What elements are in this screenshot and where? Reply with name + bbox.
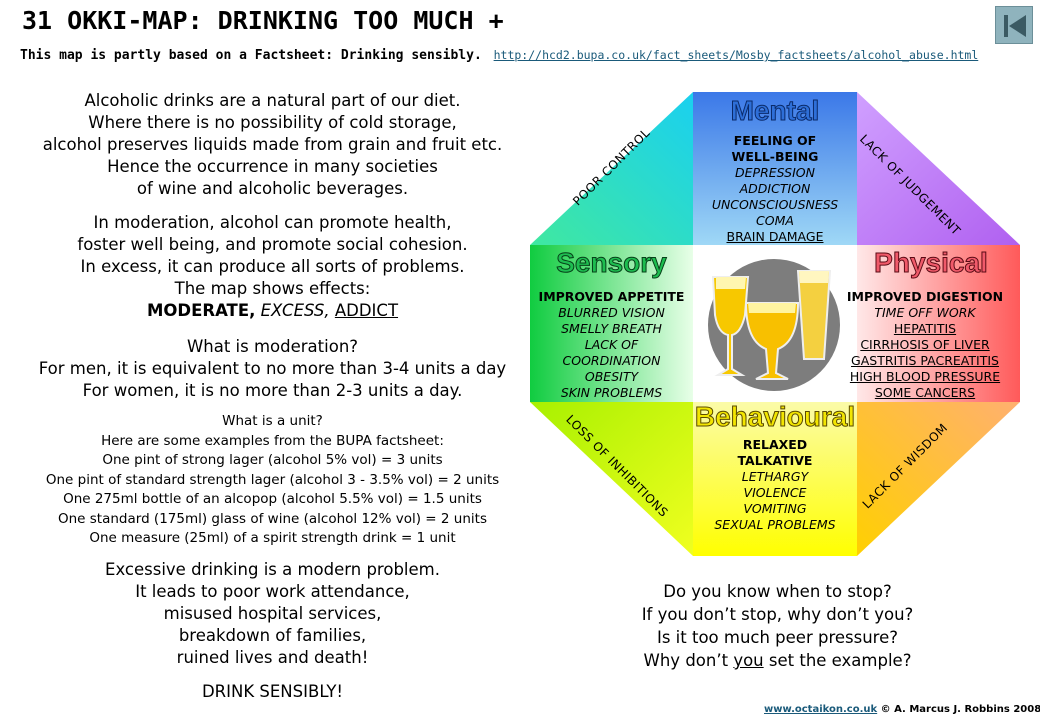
sensory-excess: COORDINATION [562, 353, 661, 368]
effects-moderate: MODERATE, [146, 301, 256, 320]
subtitle-text: This map is partly based on a Factsheet:… [20, 48, 482, 63]
page-title: 31 OKKI-MAP: DRINKING TOO MUCH + [22, 6, 504, 35]
physical-addict: HIGH BLOOD PRESSURE [849, 369, 1001, 384]
physical-addict: GASTRITIS PACREATITIS [851, 353, 999, 368]
mental-excess: DEPRESSION [735, 165, 815, 180]
excessive-line: ruined lives and death! [176, 648, 369, 667]
excessive-line: It leads to poor work attendance, [135, 582, 410, 601]
octagon-background [530, 92, 1020, 556]
units-line: What is a unit? [222, 413, 323, 429]
units-line: One pint of strong lager (alcohol 5% vol… [102, 452, 443, 468]
physical-moderate: IMPROVED DIGESTION [846, 289, 1004, 304]
question-line: If you don’t stop, why don’t you? [641, 605, 914, 624]
question-you: you [733, 651, 764, 670]
moderation-men: For men, it is equivalent to no more tha… [38, 359, 507, 378]
intro-line: of wine and alcoholic beverages. [136, 179, 409, 198]
excessive-line: misused hospital services, [163, 604, 382, 623]
moderation-question: What is moderation? [186, 337, 359, 356]
sensory-excess: OBESITY [584, 369, 639, 384]
moderation-line: foster well being, and promote social co… [77, 235, 468, 254]
effects-excess: EXCESS, [260, 301, 330, 320]
units-line: Here are some examples from the BUPA fac… [101, 432, 444, 449]
back-button[interactable] [995, 6, 1033, 44]
behavioural-section: Behavioural RELAXED TALKATIVE LETHARGY V… [680, 401, 870, 533]
sensory-excess: BLURRED VISION [558, 305, 665, 320]
sensory-title: Sensory [556, 247, 668, 279]
mental-moderate-1: FEELING OF [733, 133, 817, 148]
intro-line: Hence the occurrence in many societies [107, 157, 438, 176]
mental-section: Mental FEELING OF WELL-BEING DEPRESSION … [693, 95, 857, 245]
what-moderation-text: What is moderation? For men, it is equiv… [20, 336, 525, 402]
physical-excess: TIME OFF WORK [874, 305, 976, 320]
footer: www.octaikon.co.uk © A. Marcus J. Robbin… [764, 704, 1040, 715]
behavioural-excess: SEXUAL PROBLEMS [714, 517, 836, 532]
physical-addict: CIRRHOSIS OF LIVER [860, 337, 990, 352]
mental-excess: ADDICTION [739, 181, 811, 196]
behavioural-moderate: RELAXED [742, 437, 808, 452]
moderation-line: The map shows effects: [174, 279, 371, 298]
units-line: One standard (175ml) glass of wine (alco… [57, 510, 487, 527]
behavioural-excess: VOMITING [743, 501, 807, 516]
behavioural-excess: VIOLENCE [743, 485, 807, 500]
mental-excess: COMA [756, 213, 794, 228]
sensory-moderate: IMPROVED APPETITE [538, 289, 685, 304]
question-pre: Why don’t [643, 651, 734, 670]
mental-addict: BRAIN DAMAGE [726, 229, 824, 244]
question-line: Is it too much peer pressure? [656, 628, 899, 647]
sensory-excess: SMELLY BREATH [561, 321, 662, 336]
sensory-excess: LACK OF [584, 337, 639, 352]
okki-map: Mental FEELING OF WELL-BEING DEPRESSION … [530, 92, 1022, 556]
question-line-last: Why don’t you set the example? [600, 649, 955, 672]
mental-title: Mental [730, 95, 820, 127]
drink-sensibly: DRINK SENSIBLY! [201, 682, 344, 701]
moderation-women: For women, it is no more than 2-3 units … [82, 381, 463, 400]
factsheet-link[interactable]: http://hcd2.bupa.co.uk/fact_sheets/Mosby… [493, 48, 979, 62]
intro-line: Alcoholic drinks are a natural part of o… [84, 91, 461, 110]
behavioural-title: Behavioural [694, 401, 856, 433]
intro-line: alcohol preserves liquids made from grai… [42, 135, 503, 154]
excessive-line: Excessive drinking is a modern problem. [105, 560, 440, 579]
questions-block: Do you know when to stop? If you don’t s… [600, 580, 955, 672]
units-text: What is a unit? Here are some examples f… [20, 412, 525, 549]
excessive-line: breakdown of families, [178, 626, 367, 645]
sensory-excess: SKIN PROBLEMS [560, 385, 663, 400]
drinks-glasses-icon [708, 259, 840, 391]
question-post: set the example? [763, 651, 912, 670]
physical-title: Physical [874, 247, 989, 279]
behavioural-moderate: TALKATIVE [737, 453, 813, 468]
mental-excess: UNCONSCIOUSNESS [711, 197, 839, 212]
physical-addict: SOME CANCERS [874, 385, 976, 400]
question-line: Do you know when to stop? [663, 582, 892, 601]
intro-line: Where there is no possibility of cold st… [88, 113, 457, 132]
units-line: One measure (25ml) of a spirit strength … [89, 530, 456, 546]
behavioural-excess: LETHARGY [741, 469, 809, 484]
physical-addict: HEPATITIS [893, 321, 957, 336]
moderation-line: In excess, it can produce all sorts of p… [80, 257, 465, 276]
excessive-text: Excessive drinking is a modern problem. … [20, 559, 525, 669]
page-subtitle: This map is partly based on a Factsheet:… [20, 48, 978, 63]
effects-addict: ADDICT [334, 301, 399, 320]
effects-legend: MODERATE, EXCESS, ADDICT [20, 300, 525, 322]
copyright: © A. Marcus J. Robbins 2008 [877, 704, 1040, 715]
moderation-text: In moderation, alcohol can promote healt… [20, 212, 525, 322]
units-line: One pint of standard strength lager (alc… [45, 471, 500, 488]
moderation-line: In moderation, alcohol can promote healt… [93, 213, 452, 232]
octaikon-link[interactable]: www.octaikon.co.uk [764, 704, 878, 715]
units-line: One 275ml bottle of an alcopop (alcohol … [63, 491, 482, 507]
sensory-section: Sensory IMPROVED APPETITE BLURRED VISION… [530, 247, 693, 401]
mental-moderate-2: WELL-BEING [731, 149, 819, 164]
intro-text: Alcoholic drinks are a natural part of o… [20, 90, 525, 200]
physical-section: Physical IMPROVED DIGESTION TIME OFF WOR… [843, 247, 1007, 401]
